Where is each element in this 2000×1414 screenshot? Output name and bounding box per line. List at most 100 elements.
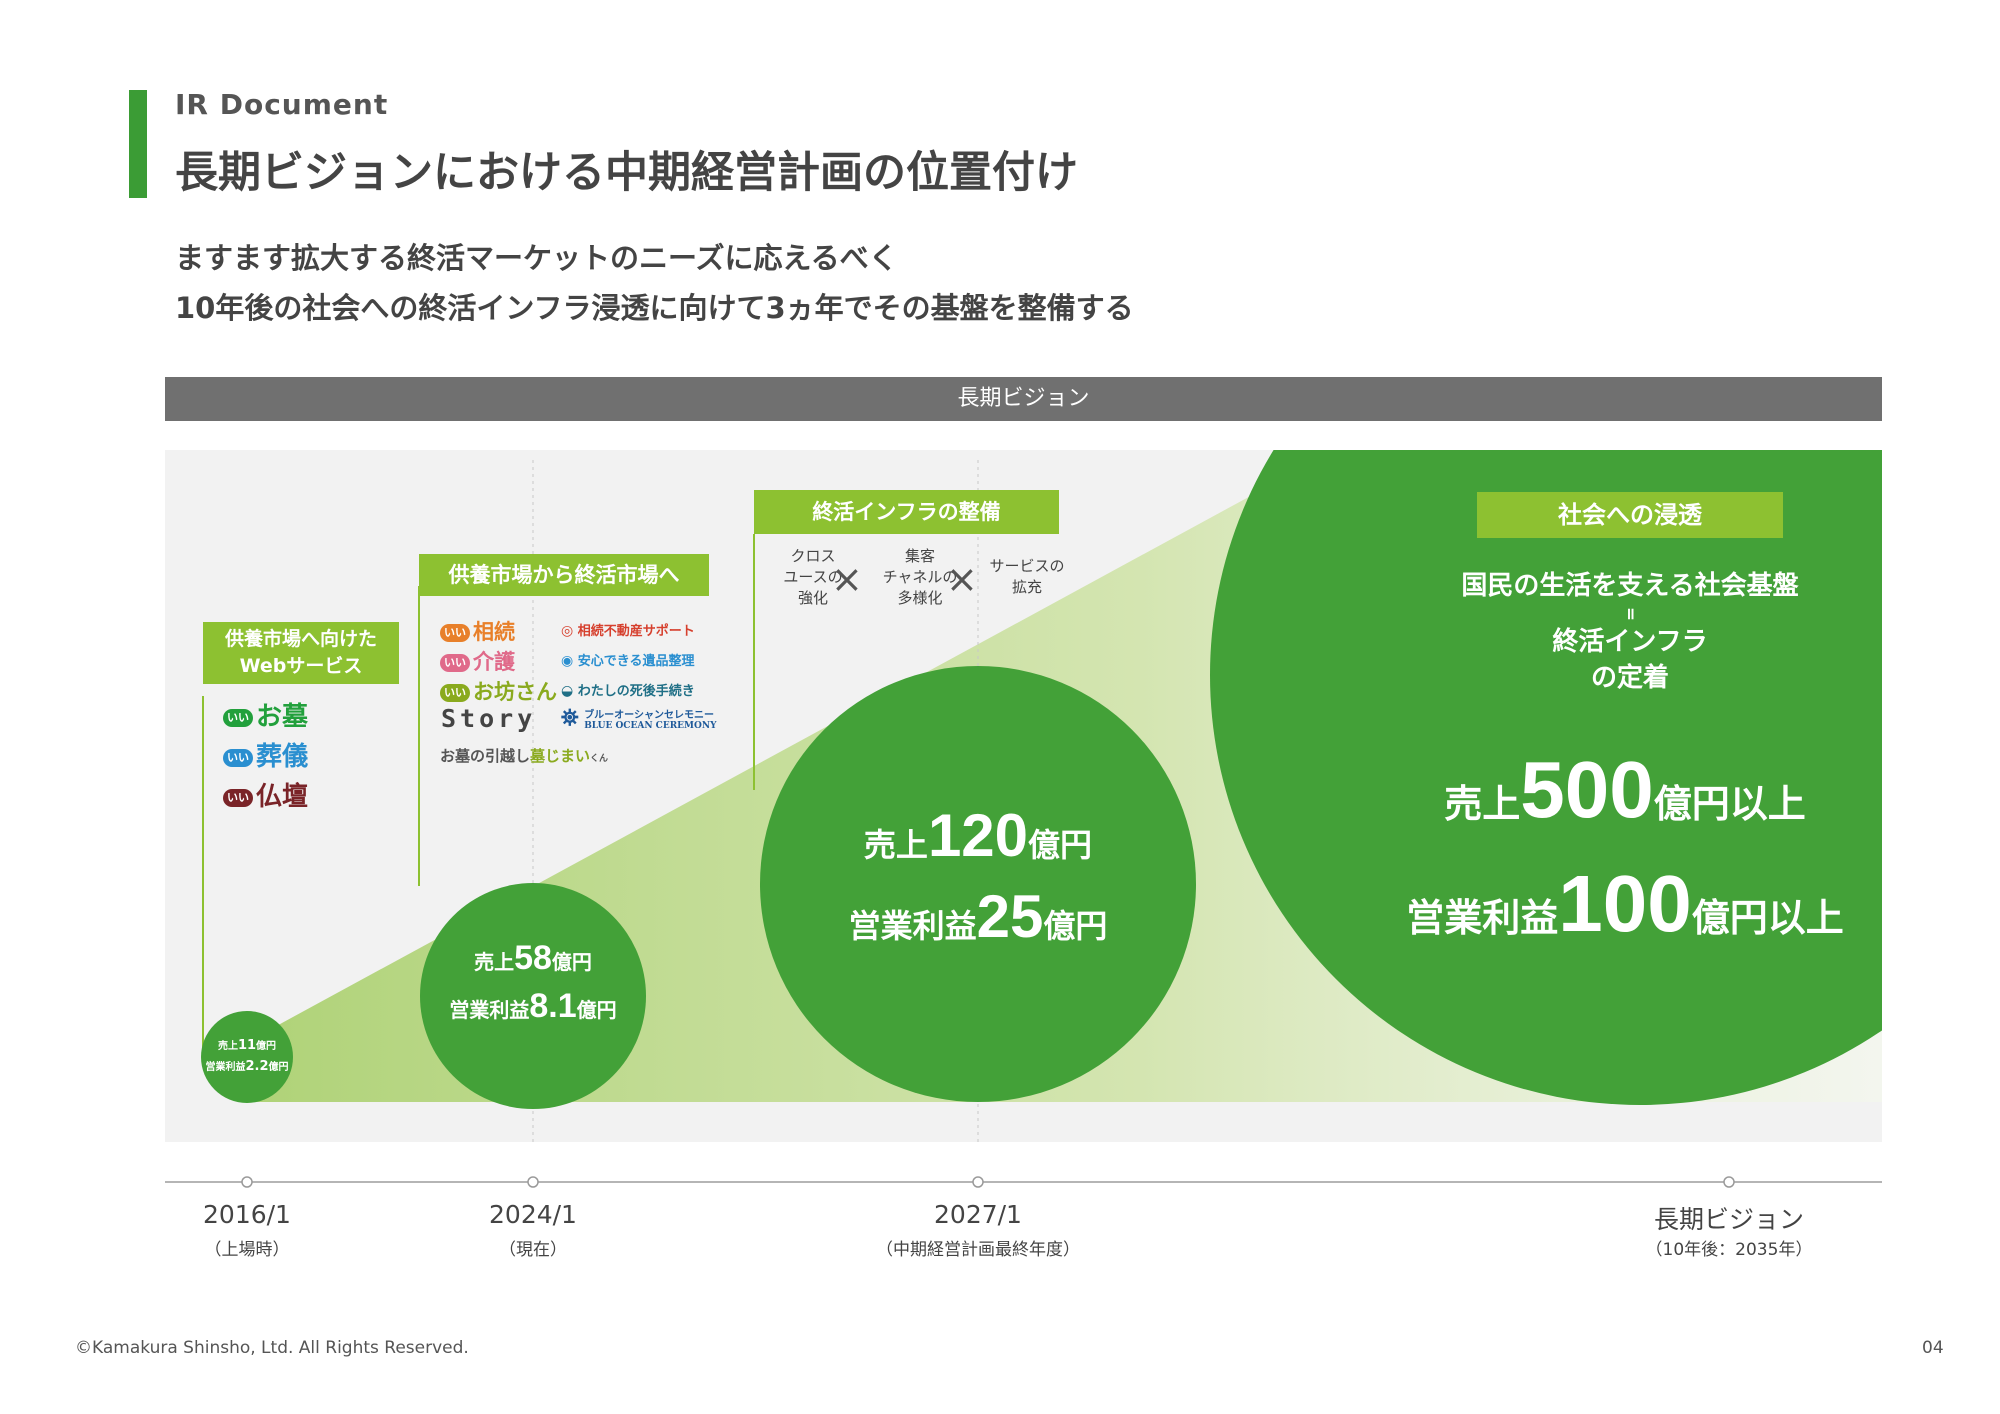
profit-unit: 億円以上 [1691, 896, 1844, 940]
timeline-date: 2027/1 [934, 1200, 1022, 1229]
cross-icon: × [831, 557, 863, 601]
profit-value: 8.1 [529, 987, 577, 1025]
factor-services: サービスの 拡充 [977, 556, 1077, 598]
profit-value: 2.2 [245, 1059, 269, 1074]
brand-label: わたしの死後手続き [577, 684, 695, 699]
sales-unit: 億円以上 [1653, 782, 1806, 826]
title-accent-bar [129, 90, 147, 198]
brand-label: 葬儀 [256, 742, 309, 772]
stage4-tag: 社会への浸透 [1477, 492, 1783, 538]
timeline-marker-2027 [972, 1176, 984, 1188]
long-term-vision-bar: 長期ビジョン [165, 377, 1882, 421]
sales-label: 売上 [863, 826, 928, 864]
timeline-marker-2024 [527, 1176, 539, 1188]
factor-text: クロス ユースの 強化 [783, 547, 843, 607]
timeline-date: 長期ビジョン [1653, 1205, 1804, 1234]
stage2-figures: 売上58億円 営業利益8.1億円 [420, 936, 646, 1032]
timeline-date: 2016/1 [203, 1200, 291, 1229]
factor-text: 集客 チャネルの 多様化 [882, 547, 958, 607]
sales-unit: 億円 [551, 950, 592, 974]
timeline-marker-2016 [241, 1176, 253, 1188]
brand-label: お坊さん [473, 680, 557, 704]
brand-ii-sougi: いい葬儀 [223, 736, 308, 773]
sales-value: 500 [1520, 745, 1654, 834]
brand-ihin-seiri: ◉ 安心できる遺品整理 [561, 650, 695, 669]
brand-shigo-tetsuzuki: ◒ わたしの死後手続き [561, 680, 695, 699]
lighthouse-icon: ⛯ [561, 706, 579, 731]
brand-story: Story [441, 704, 537, 733]
brand-ii-obousan: いいお坊さん [440, 676, 557, 706]
brand-ohaka-hikkoshi: お墓の引越し墓じまいくん [440, 745, 608, 766]
brand-label: お墓 [256, 702, 309, 732]
sales-label: 売上 [474, 950, 515, 974]
brand-prefix: いい [223, 748, 253, 767]
page-number: 04 [1922, 1338, 1944, 1358]
brand-prefix: いい [223, 708, 253, 727]
copyright: ©Kamakura Shinsho, Ltd. All Rights Reser… [75, 1338, 469, 1358]
brand-prefix: いい [440, 654, 470, 672]
brand-ii-souzoku: いい相続 [440, 616, 515, 646]
page-title: 長期ビジョンにおける中期経営計画の位置付け [175, 148, 1078, 198]
timeline-marker-vision [1723, 1176, 1735, 1188]
vision-line3: の定着 [1590, 663, 1669, 693]
brand-ii-butsudan: いい仏壇 [223, 776, 308, 813]
timeline-axis [165, 1176, 1882, 1188]
stage1-tag: 供養市場へ向けた Webサービス [203, 622, 399, 684]
brand-prefix: いい [440, 684, 470, 702]
brand-prefix: いい [440, 624, 470, 642]
brand-label: 介護 [473, 650, 515, 674]
sales-value: 58 [514, 939, 552, 977]
circle-2024 [420, 883, 646, 1109]
circle-mark-icon: ◎ [561, 623, 574, 639]
brand-blue-ocean: ⛯ ブルーオーシャンセレモニー BLUE OCEAN CEREMONY [561, 706, 717, 731]
brand-ii-kaigo: いい介護 [440, 646, 515, 676]
vision-line2: 終活インフラ [1552, 627, 1708, 657]
vision-line1: 国民の生活を支える社会基盤 [1461, 571, 1799, 601]
profit-value: 25 [976, 883, 1044, 950]
blue-ocean-jp: ブルーオーシャンセレモニー [584, 710, 714, 721]
brand-bottom-a: お墓の引越し [440, 747, 531, 765]
factor-cross-use: クロス ユースの 強化 [763, 546, 863, 609]
leaf-mark-icon: ◒ [561, 683, 574, 699]
stage3-tag: 終活インフラの整備 [754, 490, 1059, 534]
lead-text-line-1: ますます拡大する終活マーケットのニーズに応えるべく [175, 241, 898, 275]
factor-text: サービスの 拡充 [989, 557, 1065, 596]
profit-unit: 億円 [1043, 907, 1108, 945]
profit-label: 営業利益 [848, 907, 977, 945]
circle-2027 [760, 666, 1196, 1102]
sales-label: 売上 [1444, 782, 1521, 826]
circle-2016 [201, 1011, 293, 1103]
profit-unit: 億円 [576, 998, 617, 1022]
blue-ocean-en: BLUE OCEAN CEREMONY [584, 721, 717, 731]
sales-unit: 億円 [1028, 826, 1093, 864]
timeline-note: （中期経営計画最終年度） [876, 1240, 1080, 1260]
profit-value: 100 [1558, 859, 1692, 948]
sales-value: 11 [237, 1038, 257, 1053]
sales-value: 120 [927, 802, 1029, 869]
brand-bottom-c: くん [590, 754, 609, 764]
growth-panel: 供養市場へ向けた Webサービス いいお墓 いい葬儀 いい仏壇 売上11億円 営… [165, 450, 1882, 1142]
sales-unit: 億円 [256, 1041, 277, 1052]
timeline-note: （現在） [499, 1240, 567, 1260]
timeline-note: （上場時） [204, 1240, 290, 1260]
brand-prefix: いい [223, 788, 253, 807]
profit-label: 営業利益 [1406, 896, 1559, 940]
stage3-figures: 売上120億円 営業利益25億円 [778, 800, 1178, 962]
cross-icon: × [946, 557, 978, 601]
sales-label: 売上 [217, 1041, 238, 1052]
stage1-figures: 売上11億円 営業利益2.2億円 [201, 1036, 293, 1078]
stage4-figures: 売上500億円以上 営業利益100億円以上 [1375, 740, 1875, 968]
stage4-description: 国民の生活を支える社会基盤 ॥ 終活インフラ の定着 [1440, 568, 1820, 696]
lead-text-line-2: 10年後の社会への終活インフラ浸透に向けて3ヵ年でその基盤を整備する [175, 291, 1134, 325]
circle-vision [1210, 450, 1882, 1105]
heart-mark-icon: ◉ [561, 653, 574, 669]
stage1-tag-line1: 供養市場へ向けた [224, 628, 377, 650]
brand-label: 相続 [473, 620, 515, 644]
stage1-tag-line2: Webサービス [239, 655, 363, 677]
brand-label: 相続不動産サポート [577, 624, 695, 639]
timeline-date: 2024/1 [489, 1200, 577, 1229]
growth-graphic [165, 450, 1882, 1142]
stage2-tag: 供養市場から終活市場へ [419, 554, 709, 596]
factor-channels: 集客 チャネルの 多様化 [865, 546, 975, 609]
equals-icon: ॥ [1625, 604, 1635, 623]
